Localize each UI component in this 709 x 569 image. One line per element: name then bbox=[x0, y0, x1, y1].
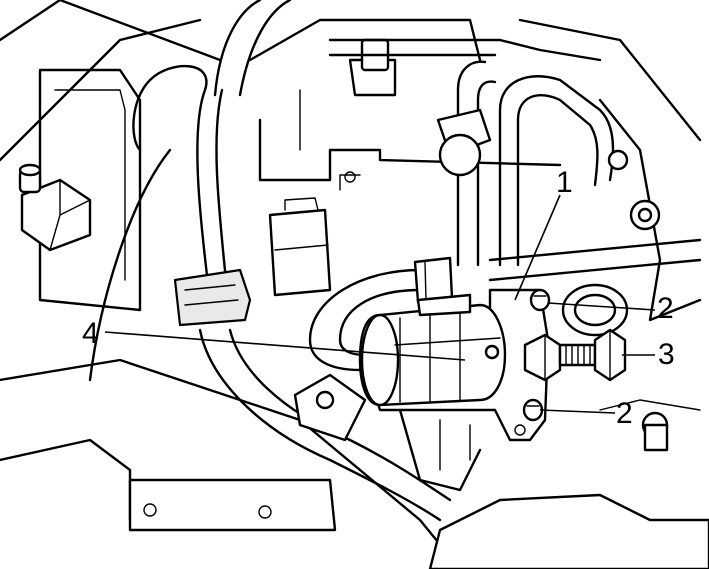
stud-bolt bbox=[18, 163, 92, 252]
wiring-harness bbox=[88, 0, 452, 522]
mounting-bracket bbox=[293, 373, 482, 492]
callout-1: 1 bbox=[556, 166, 573, 199]
leader-lines bbox=[104, 194, 656, 414]
callout-2-upper: 2 bbox=[657, 292, 674, 325]
vacuum-hoses bbox=[308, 60, 702, 372]
callout-2-lower: 2 bbox=[616, 397, 633, 430]
callout-4: 4 bbox=[82, 317, 99, 350]
adjusting-bolt bbox=[523, 328, 627, 382]
callout-3: 3 bbox=[658, 338, 675, 371]
round-boss bbox=[561, 283, 629, 337]
top-connector bbox=[328, 38, 602, 97]
bolt-upper bbox=[529, 288, 551, 312]
solenoid-valve bbox=[358, 288, 550, 442]
bolt-lower bbox=[522, 398, 544, 422]
